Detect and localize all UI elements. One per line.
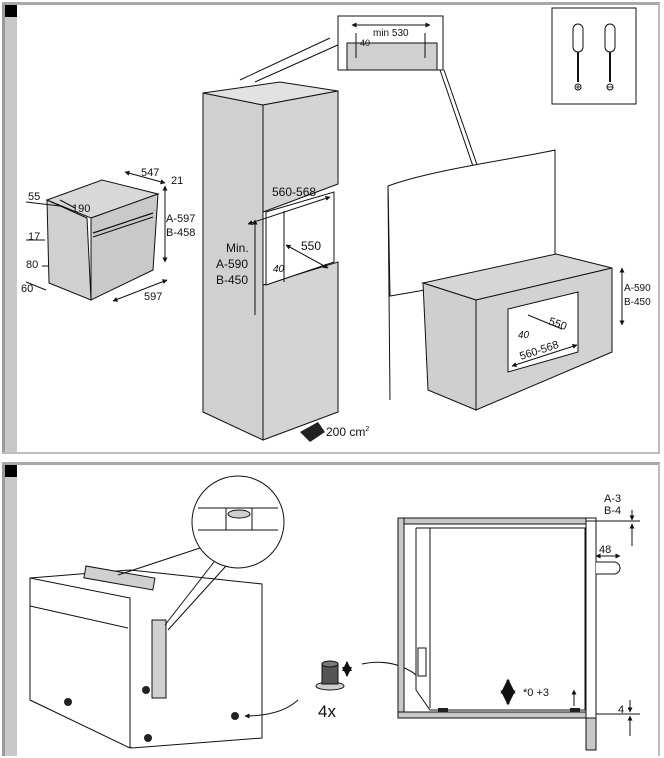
dim-front-left: 17 (28, 231, 40, 243)
uc-back-gap: 40 (518, 330, 530, 341)
dim-front-overhang: 21 (171, 175, 183, 187)
counter-left (422, 282, 477, 411)
foot-icon (144, 734, 152, 742)
handle-depth: 48 (599, 544, 611, 556)
foot-icon (64, 698, 72, 706)
leveling-oven-drawing (29, 475, 299, 749)
bubble-icon (227, 509, 251, 519)
lower-panel (585, 717, 597, 751)
oven-door-handle (92, 212, 154, 234)
niche-depth: 550 (301, 239, 321, 253)
dim-height-b: B-458 (166, 227, 195, 239)
oven-front-panel (29, 577, 131, 749)
foot-adjust-range: *0 +3 (523, 687, 549, 699)
tall-cabinet-drawing (202, 37, 341, 442)
adjustable-foot-icon (315, 660, 433, 697)
spirit-level-top (83, 565, 156, 591)
wall (387, 149, 556, 297)
door-section (585, 517, 597, 719)
spirit-level-side (151, 619, 167, 699)
under-counter-drawing (387, 149, 625, 411)
min-height-b: B-450 (216, 273, 248, 287)
cabinet-lower-door (262, 261, 339, 441)
dim-depth-total: 547 (141, 167, 159, 179)
dim-bottom-height: 80 (26, 259, 38, 271)
dim-side-inset: 190 (72, 203, 90, 215)
side-section-drawing (397, 510, 640, 751)
step-marker (5, 465, 17, 477)
bottom-gap: 4 (618, 704, 624, 716)
dim-height-a: A-597 (166, 213, 195, 225)
oven-dimension-drawing (25, 170, 168, 302)
tools-box (551, 7, 637, 105)
phillips-screwdriver-icon (572, 23, 584, 91)
ventilation-area: 200 cm2 (326, 425, 369, 439)
step-marker (5, 5, 17, 17)
min-height-a: A-590 (216, 257, 248, 271)
panel-side-strip (2, 465, 17, 756)
dim-width: 597 (144, 291, 162, 303)
foot-icon (231, 712, 239, 720)
feet-quantity: 4x (318, 702, 336, 721)
back-gap: 40 (273, 264, 285, 275)
flat-screwdriver-icon (604, 23, 616, 91)
top-gap-a: A-3 (604, 493, 621, 505)
cabinet-bottom-board (397, 711, 587, 719)
panel-side-strip (2, 5, 17, 452)
uc-height-a: A-590 (624, 283, 651, 294)
handle-section (596, 561, 621, 575)
min-label: Min. (226, 241, 249, 255)
detail-gap: 40 (360, 38, 370, 48)
foot-icon (142, 686, 150, 694)
cabinet-upper-door (262, 90, 339, 213)
detail-cabinet-top (346, 42, 438, 71)
dim-side-offset: 55 (28, 191, 40, 203)
uc-niche-depth: 550 (547, 316, 568, 334)
niche-width: 560-568 (272, 185, 316, 199)
foot-icon (438, 708, 448, 712)
uc-height-b: B-450 (624, 297, 651, 308)
ventilation-arrow-icon (300, 422, 325, 442)
cabinet-back-board (397, 517, 405, 719)
top-detail-box (337, 15, 506, 246)
top-gap-b: B-4 (604, 505, 621, 517)
magnifier-circle (191, 475, 285, 569)
detail-min-width: min 530 (373, 28, 409, 39)
cabinet-top-board (397, 517, 587, 525)
foot-icon (570, 708, 580, 712)
oven-section (415, 527, 586, 711)
dim-foot-offset: 60 (21, 283, 33, 295)
tools-frame (551, 7, 637, 105)
